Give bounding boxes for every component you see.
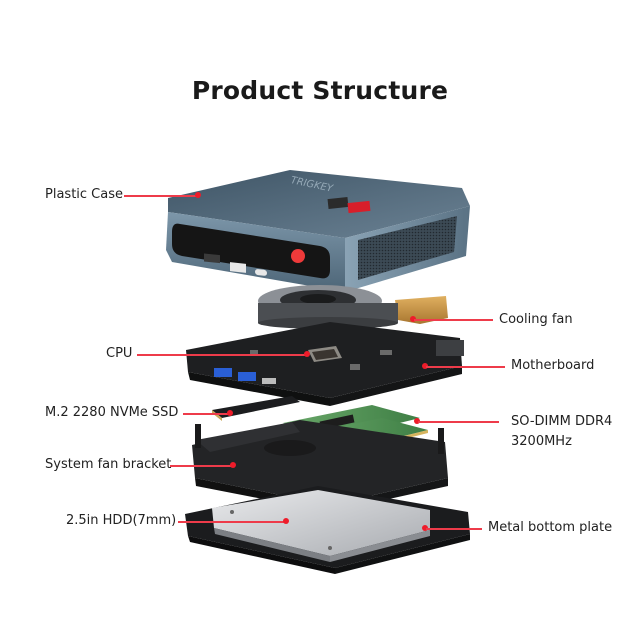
leader-line-bottom-plate (426, 528, 482, 530)
page-title: Product Structure (191, 76, 449, 105)
label-ram-type: SO-DIMM DDR4 (511, 414, 613, 429)
leader-line-ram (418, 421, 499, 423)
hdd-part (212, 490, 430, 562)
label-cooling-fan: Cooling fan (499, 312, 573, 327)
label-ram-speed: 3200MHz (511, 434, 572, 449)
pointer-dot-fan-bracket (230, 462, 236, 468)
leader-line-cooling-fan (414, 319, 493, 321)
pointer-dot-ssd (227, 410, 233, 416)
pointer-dot-ram (414, 418, 420, 424)
pointer-dot-motherboard (422, 363, 428, 369)
label-hdd: 2.5in HDD(7mm) (66, 513, 177, 528)
motherboard-part (186, 322, 464, 406)
pointer-dot-plastic-case (195, 192, 201, 198)
label-plastic-case: Plastic Case (45, 187, 123, 202)
leader-line-ssd (183, 413, 230, 415)
leader-line-cpu (137, 354, 307, 356)
label-fan-bracket: System fan bracket (45, 457, 172, 472)
label-bottom-plate: Metal bottom plate (488, 520, 613, 535)
label-cpu: CPU (106, 346, 133, 361)
cooling-fan-part (258, 285, 448, 329)
label-ssd: M.2 2280 NVMe SSD (45, 405, 179, 420)
ssd-part (212, 396, 300, 421)
plastic-case-part: TRIGKEY (166, 170, 470, 292)
pointer-dot-bottom-plate (422, 525, 428, 531)
pointer-dot-hdd (283, 518, 289, 524)
pointer-dot-cpu (304, 351, 310, 357)
pointer-dot-cooling-fan (410, 316, 416, 322)
leader-line-fan-bracket (170, 465, 232, 467)
leader-line-motherboard (426, 366, 505, 368)
leader-line-plastic-case (124, 195, 196, 197)
leader-line-hdd (178, 521, 286, 523)
label-motherboard: Motherboard (511, 358, 595, 373)
